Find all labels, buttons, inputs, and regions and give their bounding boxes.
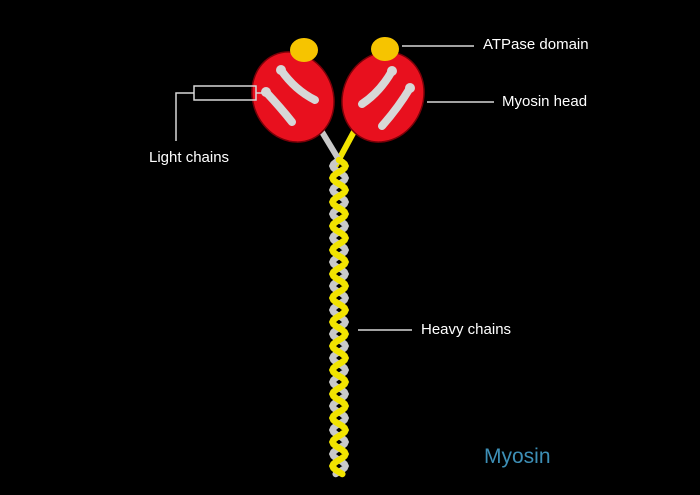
heavy-chains-coil	[328, 156, 350, 478]
myosin-head-label: Myosin head	[502, 93, 588, 110]
myosin-head-left-body	[251, 51, 335, 143]
heavy-chain-yellow-strand	[328, 156, 350, 478]
atpase-domain-right	[371, 37, 399, 61]
light-chain-left-inner-end	[261, 87, 271, 97]
myosin-head-left	[251, 51, 335, 143]
light-chain-right-outer-end	[387, 66, 397, 76]
light-chain-right-inner-end	[405, 83, 415, 93]
myosin-head-right-body	[341, 51, 425, 143]
light-chains-label: Light chains	[149, 149, 230, 166]
myosin-head-right	[341, 51, 425, 143]
atpase-domain-left	[290, 38, 318, 62]
light-chain-left-outer-end	[276, 65, 286, 75]
heavy-chains-label: Heavy chains	[421, 321, 512, 338]
light-chains-pointer-bracket	[175, 85, 270, 141]
diagram-title: Myosin	[484, 445, 551, 468]
atpase-domain-label: ATPase domain	[483, 36, 589, 53]
